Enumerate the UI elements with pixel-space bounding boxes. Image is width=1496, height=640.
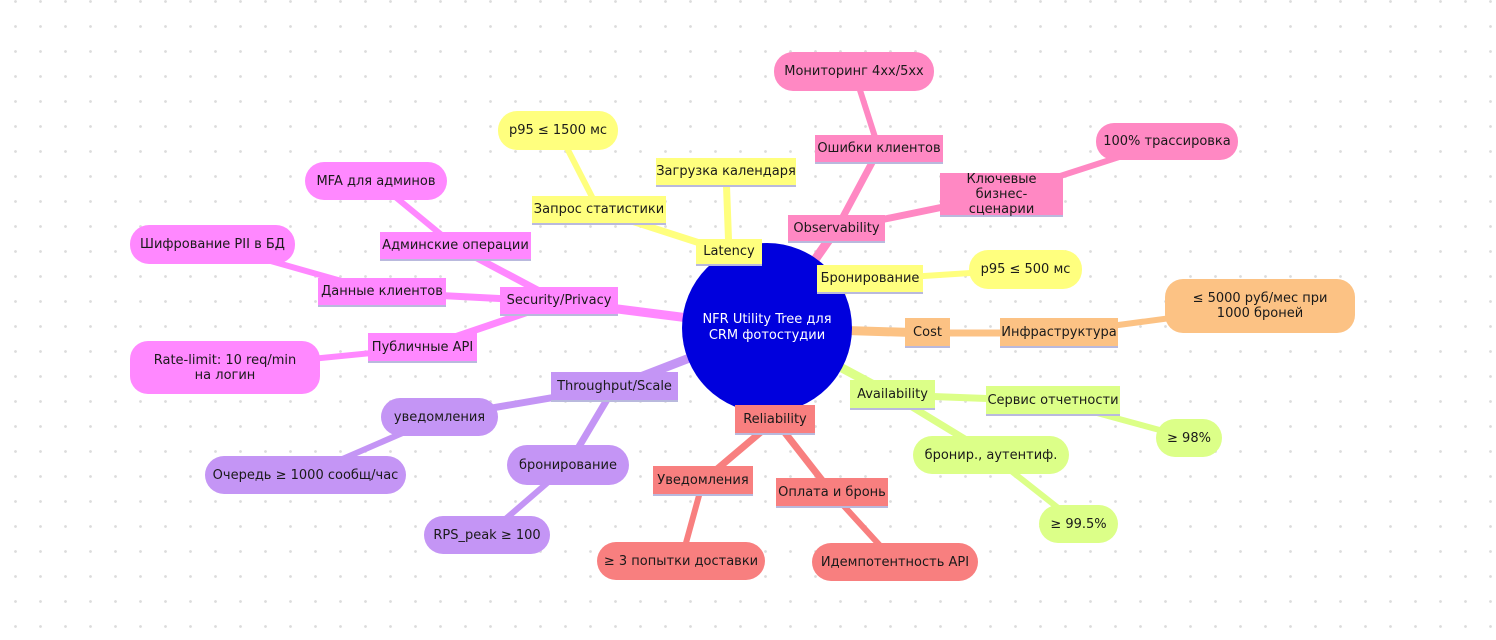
- node-booking-latency[interactable]: Бронирование: [817, 265, 923, 294]
- branch-throughput-scale[interactable]: Throughput/Scale: [551, 372, 678, 402]
- node-notifications-throughput-label: уведомления: [393, 409, 486, 425]
- node-tracing-label: 100% трассировка: [1103, 134, 1231, 149]
- branch-observability[interactable]: Observability: [788, 215, 885, 243]
- branch-reliability[interactable]: Reliability: [735, 405, 815, 435]
- node-budget-label: ≤ 5000 руб/мес при 1000 броней: [1192, 291, 1328, 321]
- node-monitoring-label: Мониторинг 4xx/5xx: [784, 64, 924, 79]
- node-pii-encryption[interactable]: Шифрование PII в БД: [130, 225, 295, 264]
- node-mfa-label: MFA для админов: [316, 173, 436, 189]
- node-calendar-load-label: Загрузка календаря: [656, 164, 796, 179]
- node-reporting-service[interactable]: Сервис отчетности: [986, 386, 1120, 416]
- node-rate-limit-label: Rate-limit: 10 req/min на логин: [153, 352, 297, 383]
- branch-cost-label: Cost: [913, 324, 942, 340]
- branch-throughput-scale-label: Throughput/Scale: [557, 378, 672, 394]
- node-pii-encryption-label: Шифрование PII в БД: [140, 237, 285, 252]
- node-mfa[interactable]: MFA для админов: [305, 162, 447, 200]
- node-key-scenarios[interactable]: Ключевые бизнес-сценарии: [940, 171, 1063, 217]
- branch-cost[interactable]: Cost: [905, 318, 950, 348]
- node-stats-request[interactable]: Запрос статистики: [532, 196, 666, 225]
- node-payment-booking-label: Оплата и бронь: [778, 484, 886, 500]
- node-rps-peak-label: RPS_peak ≥ 100: [433, 527, 541, 543]
- node-client-errors[interactable]: Ошибки клиентов: [815, 135, 943, 164]
- node-client-data[interactable]: Данные клиентов: [318, 278, 446, 307]
- node-idempotency[interactable]: Идемпотентность API: [812, 543, 978, 581]
- node-booking-throughput[interactable]: бронирование: [507, 445, 629, 485]
- branch-reliability-label: Reliability: [743, 411, 807, 427]
- node-notifications-reliability[interactable]: Уведомления: [653, 466, 753, 496]
- node-calendar-load[interactable]: Загрузка календаря: [656, 158, 796, 187]
- node-rate-limit[interactable]: Rate-limit: 10 req/min на логин: [130, 341, 320, 394]
- node-queue-label: Очередь ≥ 1000 сообщ/час: [212, 467, 399, 483]
- branch-security-privacy-label: Security/Privacy: [506, 293, 612, 308]
- node-booking-latency-target[interactable]: p95 ≤ 500 мс: [969, 250, 1082, 289]
- node-reporting-target-label: ≥ 98%: [1167, 430, 1211, 446]
- node-queue[interactable]: Очередь ≥ 1000 сообщ/час: [205, 456, 406, 494]
- node-tracing[interactable]: 100% трассировка: [1096, 123, 1238, 160]
- node-client-data-label: Данные клиентов: [321, 284, 443, 299]
- node-admin-operations-label: Админские операции: [382, 238, 529, 253]
- node-budget[interactable]: ≤ 5000 руб/мес при 1000 броней: [1165, 279, 1355, 333]
- node-payment-booking[interactable]: Оплата и бронь: [776, 478, 888, 508]
- node-monitoring[interactable]: Мониторинг 4xx/5xx: [774, 52, 934, 91]
- node-retries-label: ≥ 3 попытки доставки: [603, 553, 759, 569]
- node-stats-request-label: Запрос статистики: [533, 202, 665, 217]
- node-infrastructure-label: Инфраструктура: [1001, 324, 1117, 340]
- node-notifications-reliability-label: Уведомления: [657, 472, 749, 488]
- node-reporting-target[interactable]: ≥ 98%: [1156, 419, 1222, 457]
- node-rps-peak[interactable]: RPS_peak ≥ 100: [424, 516, 550, 554]
- branch-latency[interactable]: Latency: [696, 239, 762, 266]
- node-reporting-service-label: Сервис отчетности: [987, 392, 1119, 408]
- branch-availability[interactable]: Availability: [850, 380, 935, 410]
- branch-availability-label: Availability: [857, 386, 928, 402]
- branch-observability-label: Observability: [793, 220, 880, 236]
- node-booking-latency-target-label: p95 ≤ 500 мс: [980, 262, 1071, 277]
- node-public-api[interactable]: Публичные API: [368, 333, 477, 363]
- branch-security-privacy[interactable]: Security/Privacy: [500, 287, 618, 316]
- node-booking-throughput-label: бронирование: [519, 457, 617, 473]
- node-admin-operations[interactable]: Админские операции: [380, 232, 531, 261]
- node-booking-auth-label: бронир., аутентиф.: [924, 447, 1058, 463]
- node-stats-target-label: p95 ≤ 1500 мс: [508, 123, 608, 138]
- node-booking-auth-target-label: ≥ 99.5%: [1050, 516, 1107, 532]
- node-infrastructure[interactable]: Инфраструктура: [1000, 318, 1118, 348]
- node-retries[interactable]: ≥ 3 попытки доставки: [597, 542, 765, 580]
- node-booking-auth[interactable]: бронир., аутентиф.: [913, 436, 1069, 474]
- node-booking-auth-target[interactable]: ≥ 99.5%: [1039, 505, 1118, 543]
- root-label: NFR Utility Tree для CRM фотостудии: [702, 312, 832, 343]
- node-key-scenarios-label: Ключевые бизнес-сценарии: [966, 171, 1037, 217]
- node-booking-latency-label: Бронирование: [820, 271, 920, 286]
- node-stats-target[interactable]: p95 ≤ 1500 мс: [498, 111, 618, 150]
- branch-latency-label: Latency: [703, 244, 755, 259]
- node-notifications-throughput[interactable]: уведомления: [381, 398, 498, 436]
- node-idempotency-label: Идемпотентность API: [820, 554, 970, 570]
- node-public-api-label: Публичные API: [371, 339, 474, 355]
- node-client-errors-label: Ошибки клиентов: [817, 141, 941, 156]
